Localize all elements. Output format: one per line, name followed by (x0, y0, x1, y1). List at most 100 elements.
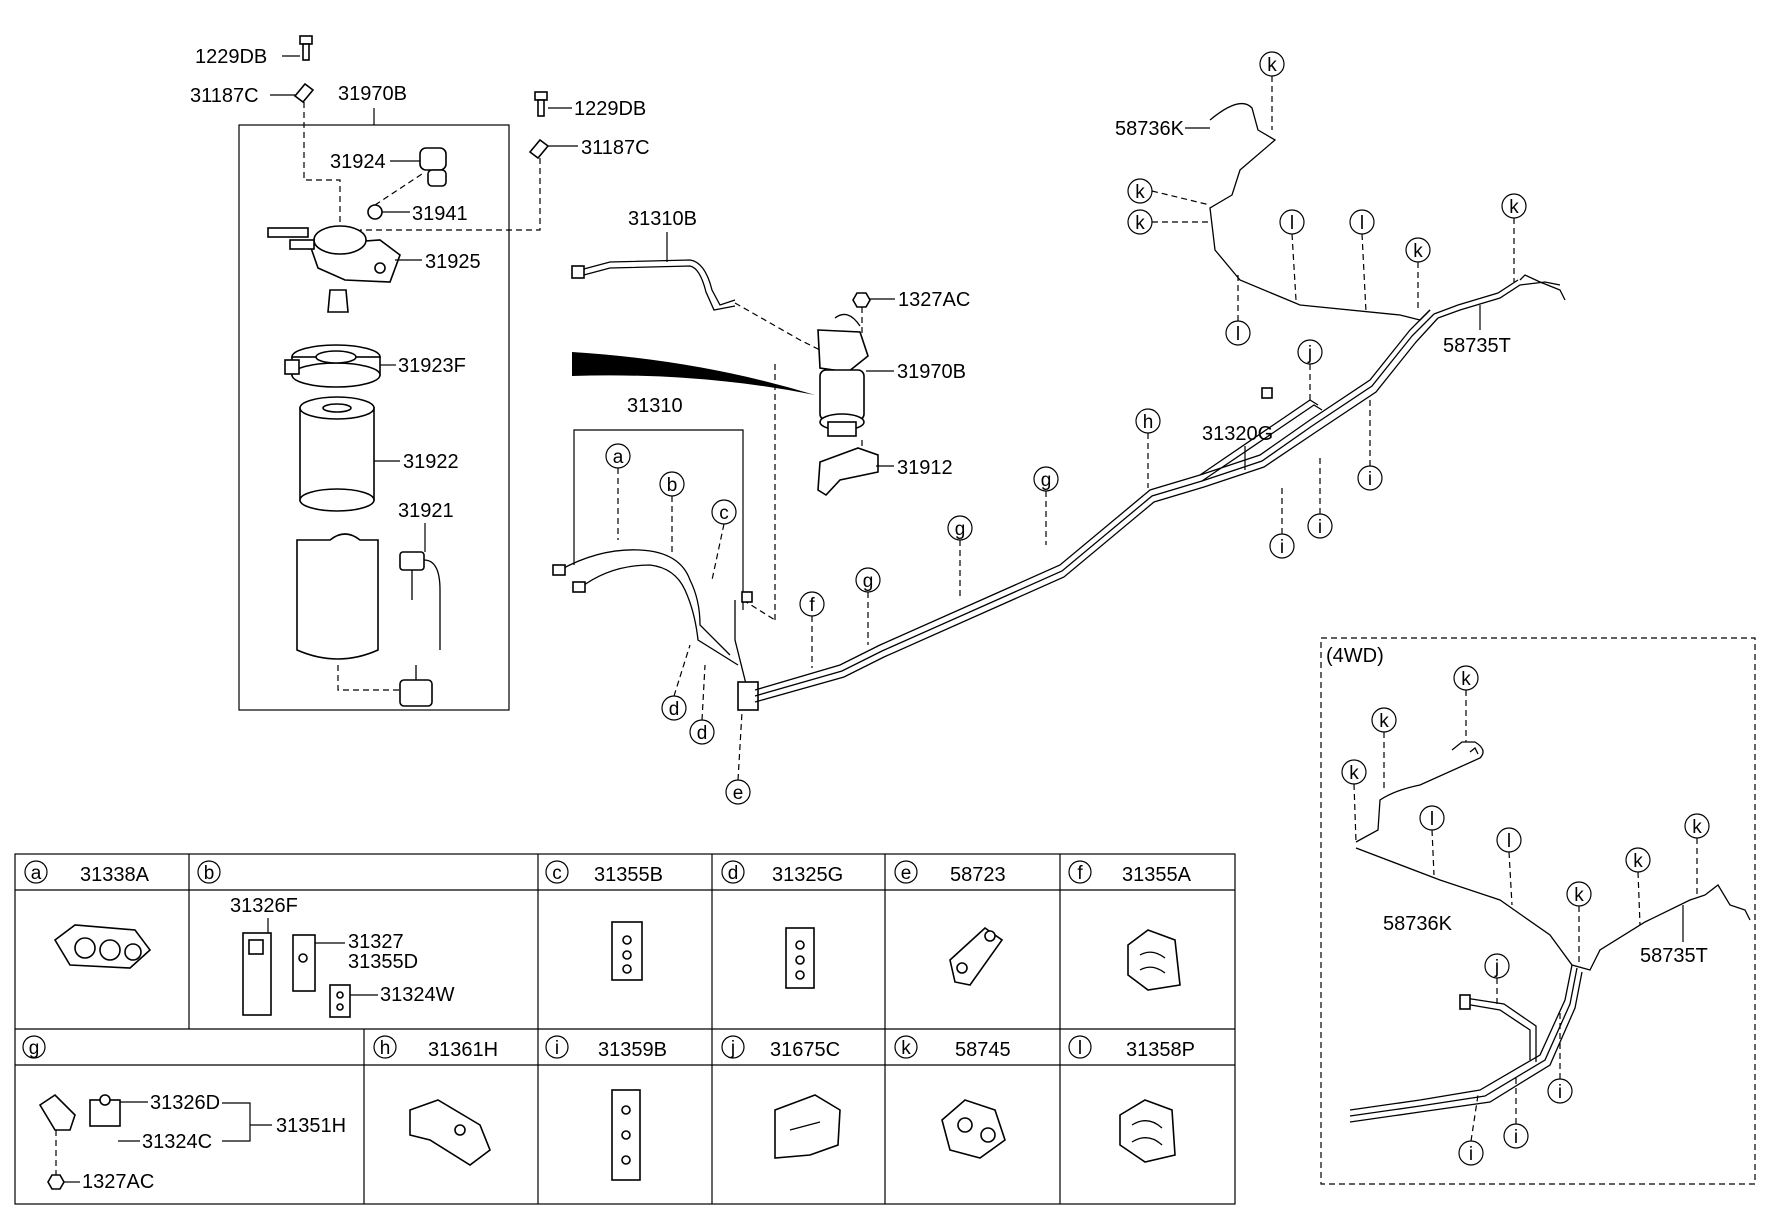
bracket-icon (293, 82, 315, 104)
letter-callout-h: h (1135, 408, 1161, 488)
callout-1229DB-a: 1229DB (195, 46, 267, 68)
letter-callout-d2: d (689, 664, 715, 745)
letter-callout-i3: i (1357, 400, 1383, 491)
callout-31187C-a: 31187C (190, 85, 259, 107)
svg-text:31675C: 31675C (770, 1039, 840, 1061)
svg-text:l: l (1290, 213, 1294, 234)
inset-letter-l2: l (1496, 827, 1522, 906)
svg-text:d: d (669, 699, 680, 720)
callout-31924: 31924 (330, 151, 386, 173)
clip-31358P-icon (1119, 1099, 1176, 1163)
inset-label: (4WD) (1326, 645, 1384, 667)
svg-text:b: b (204, 863, 215, 884)
svg-text:g: g (863, 571, 874, 592)
table-cell-k: k 58745 (894, 1035, 1011, 1159)
svg-text:c: c (552, 863, 562, 884)
inset-letter-k5: k (1625, 847, 1651, 926)
table-cell-b: b 31326F 31327 31355D 31324W (197, 860, 455, 1018)
table-cell-h: h 31361H (373, 1035, 498, 1166)
bolt-icon (534, 91, 548, 117)
callout-31310: 31310 (627, 395, 683, 417)
svg-text:c: c (719, 503, 729, 524)
table-cell-g: g 31326D 31324C 31351H 1327AC (22, 1035, 346, 1193)
clip-31355A-icon (1127, 929, 1181, 991)
svg-text:31355B: 31355B (594, 864, 663, 886)
filter-cap-icon (284, 344, 381, 388)
svg-text:j: j (730, 1038, 735, 1059)
filter-head-icon (267, 225, 401, 283)
plug-icon (327, 289, 349, 313)
svg-text:f: f (809, 595, 815, 616)
nut-icon (47, 1174, 65, 1190)
table-cell-f: f 31355A (1068, 860, 1192, 991)
clip-31338A-icon (53, 924, 152, 969)
letter-callout-a: a (605, 443, 631, 540)
svg-text:g: g (1041, 470, 1052, 491)
svg-text:k: k (1267, 55, 1277, 76)
letter-callout-k4: k (1405, 237, 1431, 312)
svg-text:31326F: 31326F (230, 895, 298, 917)
svg-text:k: k (1135, 213, 1145, 234)
mounting-bracket-icon (817, 447, 879, 497)
inset-letter-i3: i (1547, 1010, 1573, 1104)
svg-text:e: e (733, 783, 744, 804)
svg-text:31355A: 31355A (1122, 864, 1192, 886)
inset-letter-k2: k (1371, 707, 1397, 790)
inset-letter-k6: k (1684, 813, 1710, 895)
pointer-wedge (572, 352, 815, 395)
letter-callout-d: d (661, 644, 691, 721)
callout-31310B: 31310B (628, 208, 697, 230)
center-assembly: 31310B 1327AC 31970B 31912 31310 (552, 208, 970, 711)
svg-text:g: g (955, 519, 966, 540)
letter-callout-f: f (799, 591, 825, 668)
table-cell-j: j 31675C (721, 1035, 841, 1159)
svg-text:k: k (1135, 182, 1145, 203)
letter-callout-j: j (1297, 339, 1323, 400)
letter-callout-l2: l (1349, 209, 1375, 313)
svg-text:l: l (1507, 831, 1511, 852)
svg-text:k: k (1461, 669, 1471, 690)
inset-letter-l1: l (1419, 805, 1445, 876)
callout-31941: 31941 (412, 203, 468, 225)
table-cell-l: l 31358P (1068, 1035, 1195, 1163)
svg-text:d: d (697, 723, 708, 744)
inset-letter-k4: k (1566, 881, 1592, 962)
letter-callouts: a b c d d e f g g g h i i i j k k k k k … (605, 51, 1527, 805)
svg-text:l: l (1078, 1038, 1082, 1059)
svg-text:31338A: 31338A (80, 864, 150, 886)
callout-31970B-a: 31970B (338, 83, 407, 105)
svg-text:31358P: 31358P (1126, 1039, 1195, 1061)
svg-text:j: j (1307, 343, 1312, 364)
filter-unit-icon (817, 313, 869, 437)
clip-58745-icon (941, 1099, 1006, 1159)
callout-31922: 31922 (403, 451, 459, 473)
svg-text:i: i (1514, 1127, 1518, 1148)
svg-text:l: l (1236, 324, 1240, 345)
svg-text:a: a (31, 863, 42, 884)
svg-text:31324W: 31324W (380, 984, 455, 1006)
inset-letter-k1: k (1453, 665, 1479, 742)
clip-31327-icon (292, 934, 316, 992)
clip-31359B-icon (611, 1089, 641, 1181)
inset-letter-k3: k (1341, 759, 1367, 843)
svg-text:b: b (667, 475, 678, 496)
callout-31921: 31921 (398, 500, 454, 522)
clip-31324W-icon (329, 984, 351, 1018)
callout-31925: 31925 (425, 251, 481, 273)
letter-callout-g3: g (1033, 466, 1059, 545)
svg-text:k: k (1349, 763, 1359, 784)
svg-text:i: i (1368, 469, 1372, 490)
svg-text:i: i (1469, 1144, 1473, 1165)
fuel-filter-assembly: 1229DB 31187C 31970B 31924 31941 31925 (190, 35, 650, 711)
svg-text:l: l (1430, 809, 1434, 830)
letter-callout-k5: k (1501, 193, 1527, 282)
letter-callout-i2: i (1307, 456, 1333, 539)
table-cell-i: i 31359B (545, 1035, 667, 1181)
letter-callout-b: b (659, 471, 685, 555)
letter-callout-l1: l (1279, 209, 1305, 301)
main-fuel-lines: 31320G 58736K 58735T (754, 102, 1566, 703)
svg-text:k: k (1692, 817, 1702, 838)
letter-callout-c: c (711, 499, 737, 581)
